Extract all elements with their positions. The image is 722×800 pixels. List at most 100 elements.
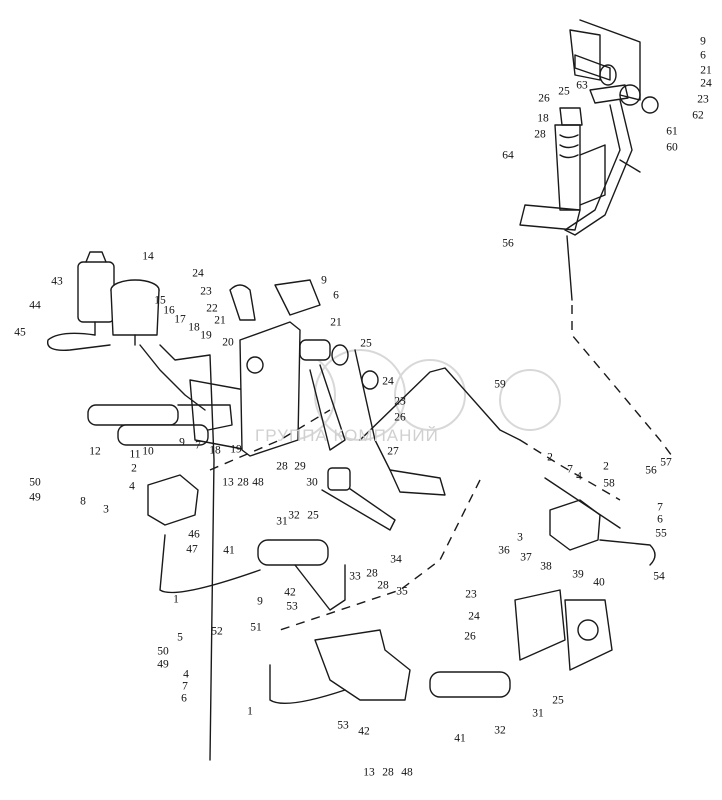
part-callout-6: 6 <box>700 49 706 62</box>
part-callout-1: 1 <box>247 705 253 718</box>
part-callout-7: 7 <box>567 463 573 476</box>
part-callout-25: 25 <box>558 85 570 98</box>
part-callout-16: 16 <box>163 304 175 317</box>
part-callout-25: 25 <box>360 337 372 350</box>
part-callout-7: 7 <box>182 680 188 693</box>
part-callout-2: 2 <box>131 462 137 475</box>
part-callout-52: 52 <box>211 625 223 638</box>
part-callout-47: 47 <box>186 543 198 556</box>
part-callout-7: 7 <box>195 439 201 452</box>
part-callout-39: 39 <box>572 568 584 581</box>
part-callout-9: 9 <box>321 274 327 287</box>
part-callout-44: 44 <box>29 299 41 312</box>
part-callout-21: 21 <box>214 314 226 327</box>
part-callout-28: 28 <box>377 579 389 592</box>
part-callout-34: 34 <box>390 553 402 566</box>
part-callout-14: 14 <box>142 250 154 263</box>
part-callout-50: 50 <box>29 476 41 489</box>
part-callout-10: 10 <box>142 445 154 458</box>
part-callout-21: 21 <box>330 316 342 329</box>
part-callout-40: 40 <box>593 576 605 589</box>
part-callout-23: 23 <box>465 588 477 601</box>
part-callout-28: 28 <box>534 128 546 141</box>
part-callout-24: 24 <box>468 610 480 623</box>
part-callout-58: 58 <box>603 477 615 490</box>
part-callout-20: 20 <box>222 336 234 349</box>
part-callout-21: 21 <box>700 64 712 77</box>
part-callout-26: 26 <box>464 630 476 643</box>
part-callout-42: 42 <box>284 586 296 599</box>
part-callout-54: 54 <box>653 570 665 583</box>
part-callout-38: 38 <box>540 560 552 573</box>
part-callout-24: 24 <box>382 375 394 388</box>
part-callout-55: 55 <box>655 527 667 540</box>
part-callout-60: 60 <box>666 141 678 154</box>
part-callout-6: 6 <box>657 513 663 526</box>
part-callout-1: 1 <box>173 593 179 606</box>
part-callout-18: 18 <box>209 444 221 457</box>
part-callout-49: 49 <box>29 491 41 504</box>
part-callout-41: 41 <box>223 544 235 557</box>
guide-line <box>279 479 481 631</box>
part-callout-63: 63 <box>576 79 588 92</box>
part-callout-5: 5 <box>177 631 183 644</box>
brake-pipe-59 <box>359 367 521 441</box>
fluid-reservoirs <box>46 251 160 351</box>
part-callout-4: 4 <box>183 668 189 681</box>
part-callout-45: 45 <box>14 326 26 339</box>
part-callout-50: 50 <box>157 645 169 658</box>
part-callout-51: 51 <box>250 621 262 634</box>
relay-valve-right <box>544 477 656 566</box>
part-callout-59: 59 <box>494 378 506 391</box>
part-callout-53: 53 <box>337 719 349 732</box>
part-callout-57: 57 <box>660 456 672 469</box>
part-callout-3: 3 <box>517 531 523 544</box>
part-callout-23: 23 <box>697 93 709 106</box>
part-callout-53: 53 <box>286 600 298 613</box>
part-callout-56: 56 <box>645 464 657 477</box>
part-callout-19: 19 <box>200 329 212 342</box>
part-callout-6: 6 <box>181 692 187 705</box>
part-callout-61: 61 <box>666 125 678 138</box>
part-callout-30: 30 <box>306 476 318 489</box>
part-callout-4: 4 <box>576 470 582 483</box>
part-callout-9: 9 <box>700 35 706 48</box>
clutch-pedal-assembly <box>519 19 676 461</box>
part-callout-33: 33 <box>349 570 361 583</box>
part-callout-15: 15 <box>154 294 166 307</box>
part-callout-28: 28 <box>366 567 378 580</box>
relay-valve-left <box>147 474 199 526</box>
part-callout-37: 37 <box>520 551 532 564</box>
part-callout-23: 23 <box>200 285 212 298</box>
part-callout-31: 31 <box>276 515 288 528</box>
part-callout-48: 48 <box>401 766 413 779</box>
part-callout-29: 29 <box>294 460 306 473</box>
part-callout-43: 43 <box>51 275 63 288</box>
part-callout-23: 23 <box>394 395 406 408</box>
part-callout-19: 19 <box>230 443 242 456</box>
clutch-slave-cylinder-upper <box>159 534 346 611</box>
part-callout-7: 7 <box>657 501 663 514</box>
part-callout-12: 12 <box>89 445 101 458</box>
part-callout-18: 18 <box>537 112 549 125</box>
part-callout-46: 46 <box>188 528 200 541</box>
brake-caliper <box>514 589 613 671</box>
part-callout-9: 9 <box>179 436 185 449</box>
part-callout-17: 17 <box>174 313 186 326</box>
part-callout-2: 2 <box>603 460 609 473</box>
part-callout-13: 13 <box>363 766 375 779</box>
part-callout-49: 49 <box>157 658 169 671</box>
part-callout-32: 32 <box>288 509 300 522</box>
part-callout-35: 35 <box>396 585 408 598</box>
part-callout-4: 4 <box>129 480 135 493</box>
watermark-text: ГРУППА КОМПАНИЙ <box>255 426 439 445</box>
part-callout-13: 13 <box>222 476 234 489</box>
part-callout-2: 2 <box>547 451 553 464</box>
pedal-bracket <box>229 279 446 531</box>
part-callout-62: 62 <box>692 109 704 122</box>
part-callout-24: 24 <box>192 267 204 280</box>
part-callout-11: 11 <box>129 448 141 461</box>
part-callout-31: 31 <box>532 707 544 720</box>
